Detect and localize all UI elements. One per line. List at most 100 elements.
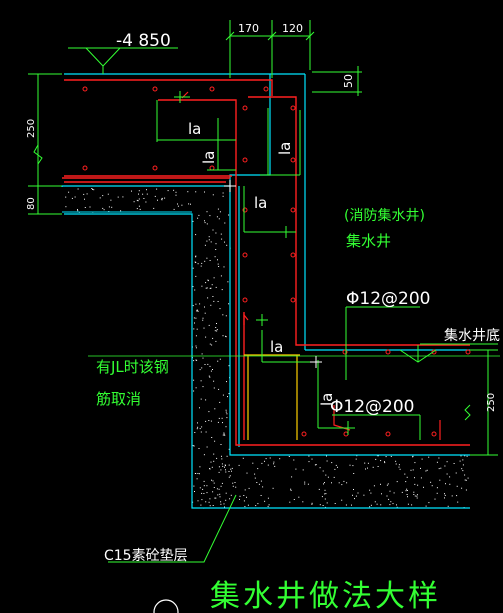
hatch-speck xyxy=(206,287,208,289)
hatch-speck xyxy=(254,473,256,475)
hatch-speck xyxy=(196,310,198,312)
hatch-speck xyxy=(99,197,101,199)
hatch-speck xyxy=(352,494,353,496)
rebar-dot xyxy=(290,297,296,303)
hatch-speck xyxy=(436,487,438,489)
hatch-speck xyxy=(390,501,392,503)
hatch-speck xyxy=(343,480,345,482)
hatch-speck xyxy=(223,503,225,505)
hatch-speck xyxy=(279,458,281,460)
hatch-speck xyxy=(218,471,220,473)
hatch-speck xyxy=(461,468,463,470)
hatch-speck xyxy=(217,421,219,423)
hatch-speck xyxy=(138,198,140,200)
hatch-speck xyxy=(120,210,122,212)
hatch-speck xyxy=(210,304,212,306)
hatch-speck xyxy=(204,312,206,314)
hatch-speck xyxy=(215,243,217,245)
rebar-dot xyxy=(242,105,248,111)
hatch-speck xyxy=(220,485,222,487)
hatch-speck xyxy=(298,496,300,498)
stirrups xyxy=(244,354,300,440)
hatch-speck xyxy=(375,458,377,460)
hatch-speck xyxy=(464,479,466,481)
hatch-speck xyxy=(395,460,397,462)
hatch-speck xyxy=(225,426,227,428)
hatch-speck xyxy=(260,495,262,496)
hatch-speck xyxy=(462,470,464,472)
hatch-speck xyxy=(205,399,207,401)
hatch-speck xyxy=(392,503,394,505)
hatch-speck xyxy=(414,462,416,464)
elevation-label: -4 850 xyxy=(116,31,171,51)
hatch-speck xyxy=(363,494,365,496)
hatch-speck xyxy=(167,190,169,192)
hatch-speck xyxy=(193,360,195,362)
hatch-speck xyxy=(367,467,368,469)
hatch-speck xyxy=(200,265,202,267)
hatch-speck xyxy=(230,468,232,470)
hatch-speck xyxy=(199,369,201,371)
hatch-speck xyxy=(225,336,227,338)
rebar-dot xyxy=(465,349,471,355)
hatch-speck xyxy=(262,486,264,488)
hatch-speck xyxy=(197,310,199,312)
hatch-speck xyxy=(451,495,453,497)
hatch-speck xyxy=(218,266,220,267)
hatch-speck xyxy=(225,492,227,494)
rebar-dot xyxy=(431,349,437,355)
hatch-speck xyxy=(462,459,464,461)
hatch-speck xyxy=(209,365,211,367)
hatch-speck xyxy=(238,464,240,466)
hatch-speck xyxy=(407,496,408,498)
hatch-speck xyxy=(77,210,79,212)
hatch-speck xyxy=(225,465,226,467)
hatch-speck xyxy=(369,506,371,508)
hatch-speck xyxy=(68,191,70,193)
hatch-speck xyxy=(202,357,204,359)
rebar-dots xyxy=(82,86,471,437)
hatch-speck xyxy=(274,465,276,467)
hatch-speck xyxy=(211,466,213,468)
hatch-speck xyxy=(396,506,398,508)
hatch-speck xyxy=(319,504,321,506)
hatch-speck xyxy=(302,501,304,503)
hatch-speck xyxy=(213,453,215,455)
hatch-speck xyxy=(398,464,400,466)
hatch-speck xyxy=(293,499,295,500)
hatch-speck xyxy=(86,193,88,195)
hatch-speck xyxy=(164,197,166,199)
hatch-speck xyxy=(464,455,466,457)
hatch-speck xyxy=(142,193,144,195)
hatch-speck xyxy=(102,207,104,209)
hatch-speck xyxy=(213,387,215,389)
hatch-speck xyxy=(203,480,205,482)
hatch-speck xyxy=(244,489,246,491)
hatch-speck xyxy=(111,206,113,208)
hatch-speck xyxy=(370,492,372,494)
hatch-speck xyxy=(439,479,441,481)
hatch-speck xyxy=(218,218,220,220)
hatch-speck xyxy=(208,239,210,241)
hatch-speck xyxy=(205,420,207,422)
hatch-speck xyxy=(247,504,249,506)
hatch-speck xyxy=(393,492,395,494)
hatch-speck xyxy=(193,328,195,330)
hatch-speck xyxy=(225,315,227,317)
hatch-speck xyxy=(380,504,382,506)
hatch-speck xyxy=(423,486,424,488)
hatch-speck xyxy=(228,303,230,305)
hatch-speck xyxy=(410,469,412,471)
hatch-speck xyxy=(243,495,245,496)
hatch-speck xyxy=(228,214,230,216)
hatch-speck xyxy=(396,481,398,483)
hatch-speck xyxy=(210,461,212,463)
hatch-speck xyxy=(211,284,213,286)
hatch-speck xyxy=(304,481,306,483)
hatch-speck xyxy=(436,492,438,494)
hatch-speck xyxy=(239,498,240,500)
hatch-speck xyxy=(213,482,215,484)
hatch-speck xyxy=(219,308,221,310)
hatch-speck xyxy=(322,505,324,506)
dimension-lines xyxy=(28,20,500,563)
